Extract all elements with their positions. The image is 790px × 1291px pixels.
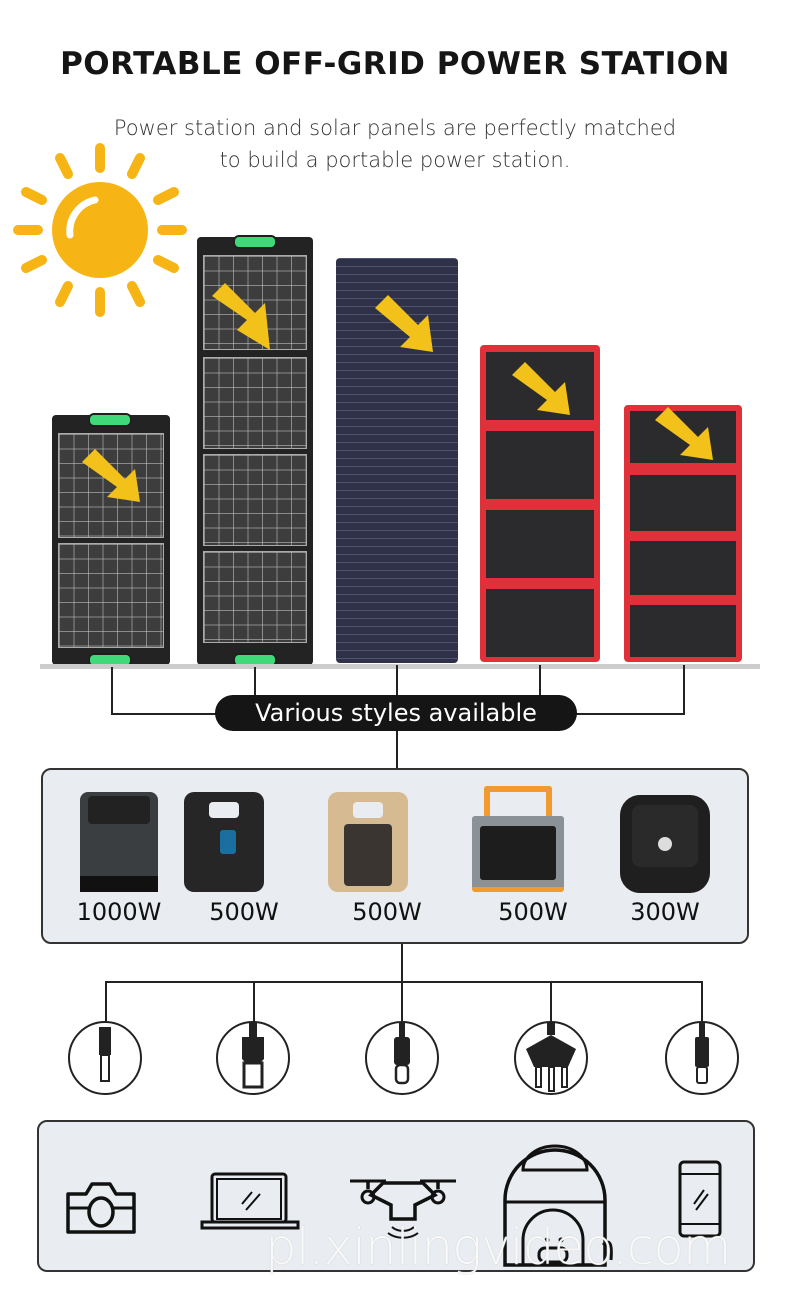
solar-panel-4 [480, 345, 600, 662]
power-label: 500W [209, 898, 279, 926]
subtitle-line-1: Power station and solar panels are perfe… [113, 116, 677, 140]
dc-barrel-plug-icon [68, 1021, 142, 1095]
power-station-300w [620, 795, 710, 893]
power-station-500w-tan [328, 792, 408, 892]
usb-c-plug-icon [365, 1021, 439, 1095]
arrow-icon [655, 407, 713, 460]
solar-panel-1 [52, 413, 170, 667]
styles-label: Various styles available [215, 695, 577, 731]
power-station-1000w [80, 792, 158, 892]
drone-icon [350, 1179, 456, 1239]
power-label: 500W [498, 898, 568, 926]
watermark: pl.xinlingvideo.com [265, 1218, 732, 1276]
solar-panel-5 [624, 405, 742, 662]
arrow-icon [212, 283, 270, 350]
power-station-500w-orange [472, 786, 564, 892]
power-label: 300W [630, 898, 700, 926]
rice-cooker-icon [503, 1144, 613, 1267]
page-title: PORTABLE OFF-GRID POWER STATION [60, 46, 730, 82]
laptop-icon [200, 1172, 300, 1230]
sunlight-arrows [40, 283, 760, 669]
power-station-500w-black [184, 792, 264, 892]
devices-box [37, 1120, 755, 1272]
arrow-icon [375, 295, 433, 352]
power-label: 1000W [76, 898, 162, 926]
arrow-icon [82, 449, 140, 502]
solar-panel-2 [197, 235, 313, 667]
sun-icon [13, 143, 187, 317]
ac-plug-icon [514, 1021, 588, 1095]
arrow-icon [512, 362, 570, 415]
camera-icon [66, 1182, 136, 1234]
power-label: 500W [352, 898, 422, 926]
lightning-plug-icon [665, 1021, 739, 1095]
smartphone-icon [678, 1160, 722, 1238]
subtitle-line-2: to build a portable power station. [219, 148, 571, 172]
usb-a-plug-icon [216, 1021, 290, 1095]
